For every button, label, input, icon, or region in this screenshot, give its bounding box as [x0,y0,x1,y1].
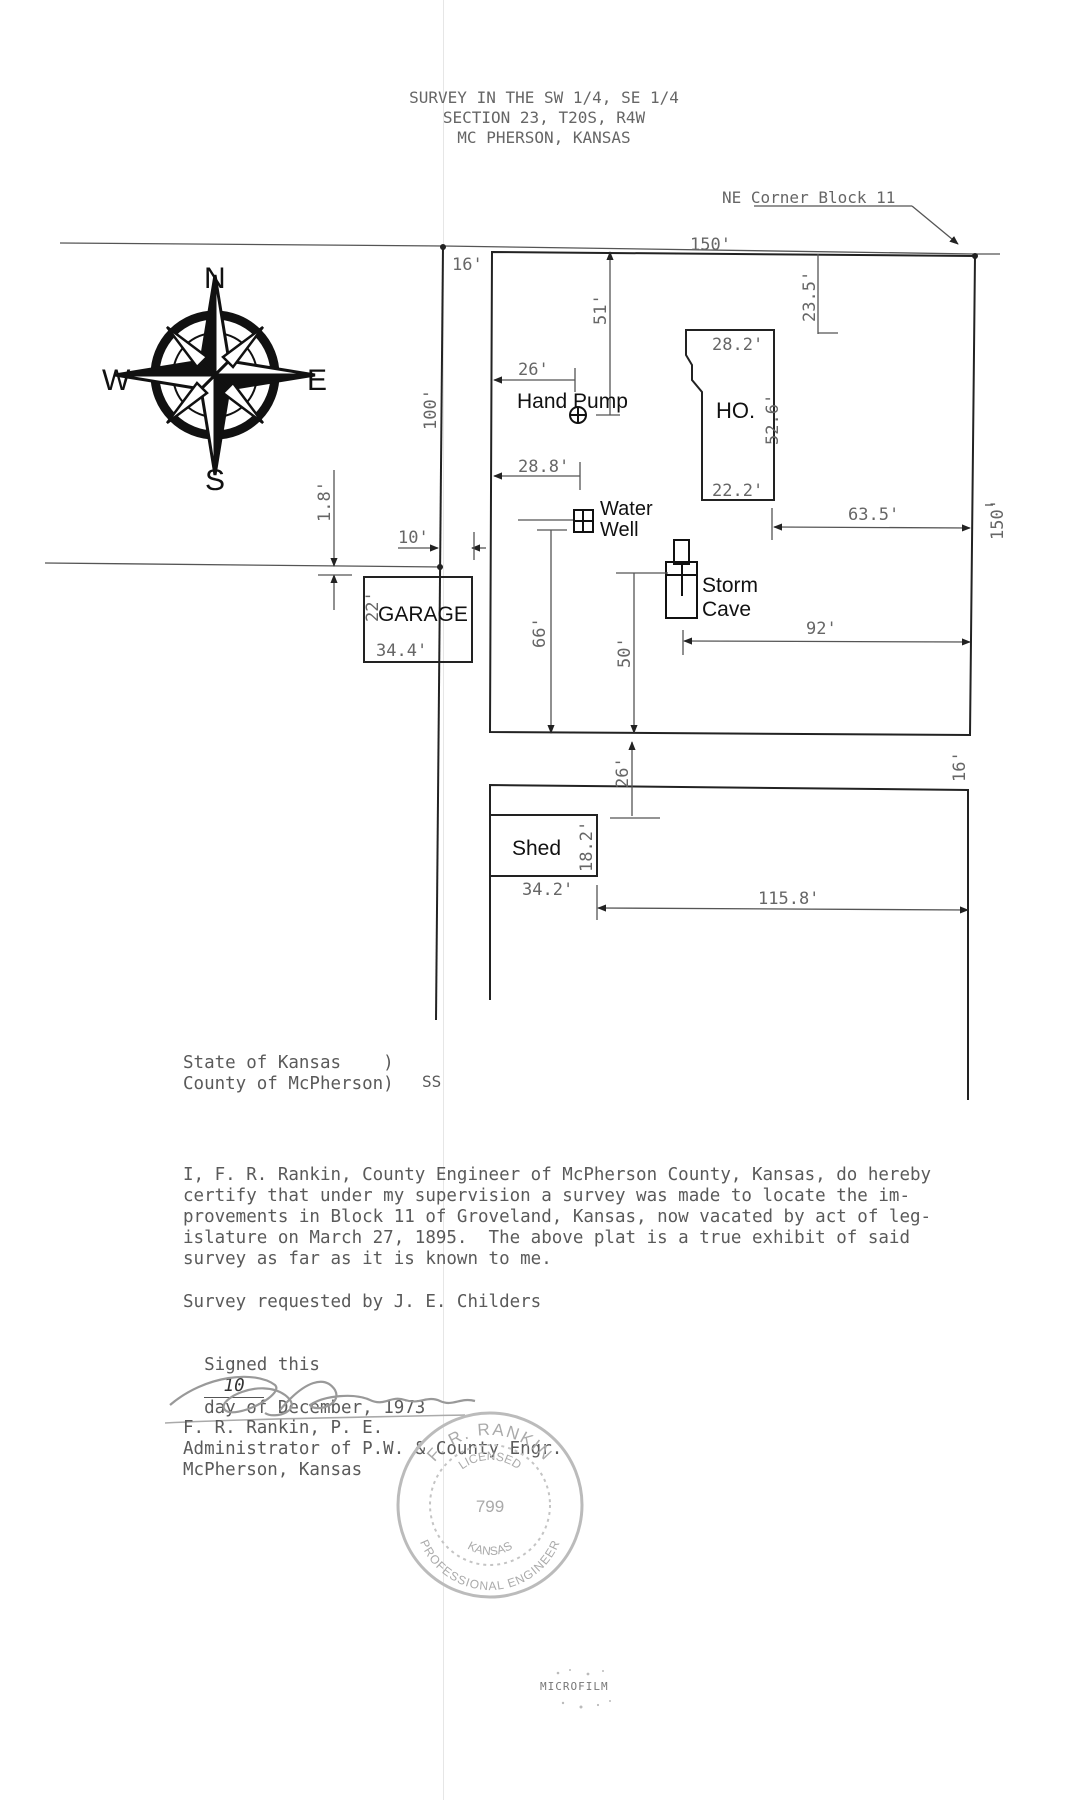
dim-alley-width: 16' [452,255,483,275]
dim-house-to-north: 23.5' [800,271,820,322]
venue-county: County of McPherson) [183,1074,394,1094]
signer-title: Administrator of P.W. & County Engr. [183,1439,563,1459]
dim-right-height: 150' [988,499,1008,540]
dim-pump-to-north: 51' [591,294,611,325]
dim-shed-to-block: 26' [613,757,633,788]
dim-house-to-east: 63.5' [848,505,899,525]
storm-cave-icon [665,539,698,619]
survey-title-line-2: SECTION 23, T20S, R4W [442,108,646,127]
paper-fold-line [443,0,444,1800]
venue-ss: SS [422,1072,442,1091]
dim-offset-10: 10' [398,528,429,548]
compass-e-label: E [307,364,327,397]
shed-outline [489,814,598,877]
dim-well-to-west: 28.8' [518,457,569,477]
cert-para-line-3: provements in Block 11 of Groveland, Kan… [183,1207,932,1227]
svg-text:LICENSED: LICENSED [456,1449,524,1472]
survey-requested-by: Survey requested by J. E. Childers [183,1292,542,1312]
handwritten-signature [165,1375,476,1424]
dim-shed-width: 34.2' [522,880,573,900]
storm-cave-label-2: Cave [702,598,751,621]
dim-house-bottom: 22.2' [712,481,763,501]
signer-name: F. R. Rankin, P. E. [183,1418,384,1438]
venue-state: State of Kansas ) [183,1053,394,1073]
water-well-label-2: Well [600,519,639,541]
garage-outline [363,576,473,663]
hand-pump-label: Hand Pump [517,390,628,413]
microfilm-stamp-speckle [556,1669,611,1709]
compass-rose-icon [114,274,316,476]
property-lines [44,242,1000,1021]
cert-para-line-5: survey as far as it is known to me. [183,1249,552,1269]
compass-s-label: S [205,464,225,497]
dim-alley-south: 16' [950,751,970,782]
survey-title-line-1: SURVEY IN THE SW 1/4, SE 1/4 [409,88,679,107]
dim-west-length: 100' [421,389,441,430]
dim-top-width: 150' [690,235,731,255]
dim-offset-1-8: 1.8' [315,481,335,522]
dim-cave-to-east: 92' [806,619,837,639]
svg-text:KANSAS: KANSAS [465,1539,514,1559]
cert-para-line-1: I, F. R. Rankin, County Engineer of McPh… [183,1165,932,1185]
lower-block-outline [489,783,969,1100]
water-well-icon [573,509,594,533]
cert-para-line-4: islature on March 27, 1895. The above pl… [183,1228,910,1248]
seal-number: 799 [476,1497,504,1516]
dim-garage-depth: 22' [363,591,383,622]
house-outline [685,329,775,501]
microfilm-mark: MICROFILM [540,1680,609,1693]
cert-para-line-2: certify that under my supervision a surv… [183,1186,910,1206]
shed-label: Shed [512,837,561,860]
block-outline [488,250,977,737]
dim-house-side: 52.6' [763,394,783,445]
signed-line: Signed this 10 day of December, 1973 [183,1334,425,1419]
dim-house-top: 28.2' [712,335,763,355]
engineer-seal: F. R. RANKIN PROFESSIONAL ENGINEER LICEN… [390,1405,590,1605]
dim-garage-width: 34.4' [376,641,427,661]
dim-cave-to-south: 50' [615,637,635,668]
storm-cave-label-1: Storm [702,574,758,597]
hand-pump-icon [569,406,587,424]
water-well-label-1: Water [600,498,653,520]
garage-label: GARAGE [378,603,468,626]
dim-pump-to-west: 26' [518,360,549,380]
dim-well-to-south: 66' [530,617,550,648]
survey-title-line-3: MC PHERSON, KANSAS [457,128,631,147]
seal-state: KANSAS [465,1539,514,1559]
seal-licensed: LICENSED [456,1449,524,1472]
ne-corner-label: NE Corner Block 11 [722,188,895,207]
signed-prefix: Signed this [204,1355,320,1375]
compass-w-label: W [102,364,131,397]
dim-shed-depth: 18.2' [577,821,597,872]
house-label: HO. [716,398,755,423]
signer-location: McPherson, Kansas [183,1460,363,1480]
compass-n-label: N [204,262,226,295]
dim-shed-to-east: 115.8' [758,889,819,909]
